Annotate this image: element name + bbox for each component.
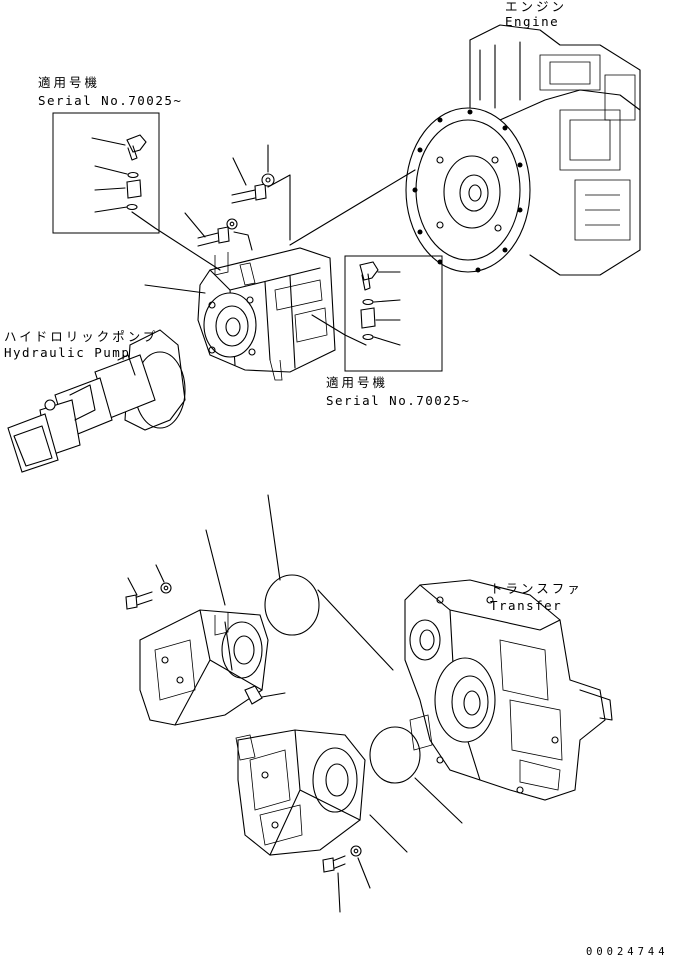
hydraulic-pump-label-jp: ハイドロリックポンプ bbox=[4, 329, 159, 344]
engine-illustration bbox=[405, 24, 641, 276]
engine-label-jp: エンジン bbox=[505, 0, 568, 14]
serial-right-label-en: Serial No.70025~ bbox=[326, 393, 471, 408]
serial-top-label-jp: 適用号機 bbox=[38, 75, 101, 90]
lower-pump-upper-unit bbox=[125, 494, 394, 726]
transfer-label-jp: トランスファ bbox=[490, 581, 583, 596]
hydraulic-pump-label-en: Hydraulic Pump bbox=[4, 345, 131, 360]
lower-pump-lower-unit bbox=[235, 726, 463, 913]
transfer-illustration bbox=[404, 579, 613, 801]
serial-box-top-left bbox=[52, 112, 221, 271]
serial-top-label-en: Serial No.70025~ bbox=[38, 93, 183, 108]
engine-label-en: Engine bbox=[505, 14, 560, 29]
serial-right-label-jp: 適用号機 bbox=[326, 375, 389, 390]
transfer-label-en: Transfer bbox=[490, 598, 563, 613]
upper-pump-assembly bbox=[144, 144, 416, 381]
serial-box-right bbox=[311, 255, 443, 372]
hydraulic-pump-illustration bbox=[7, 329, 186, 473]
figure-code: 00024744 bbox=[586, 946, 669, 958]
